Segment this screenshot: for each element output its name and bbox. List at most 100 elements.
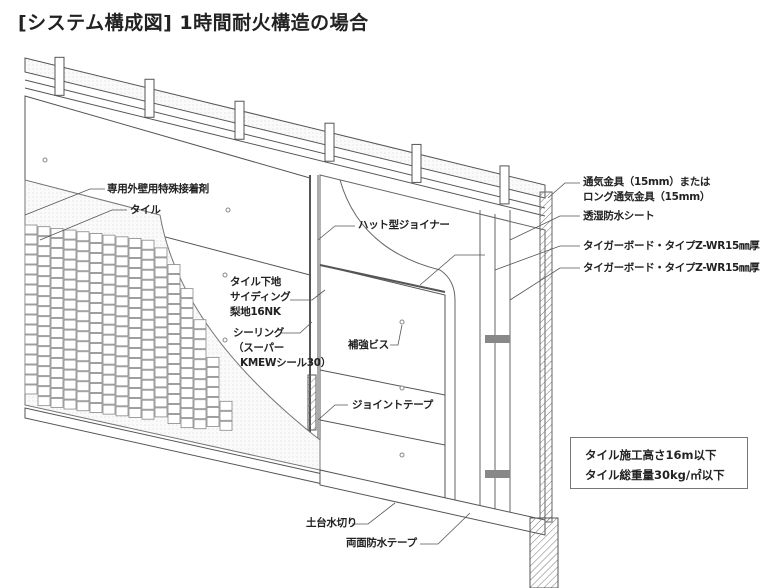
- tile: [37, 246, 51, 257]
- tile: [193, 359, 207, 370]
- tile: [24, 334, 38, 345]
- tile: [76, 241, 90, 252]
- tile: [154, 247, 168, 258]
- tile: [141, 319, 155, 330]
- tile: [50, 337, 64, 348]
- tile: [37, 306, 51, 317]
- tile: [193, 329, 207, 340]
- tile: [50, 287, 64, 298]
- tile: [193, 379, 207, 390]
- tile: [102, 254, 116, 265]
- tile: [76, 281, 90, 292]
- tile: [102, 384, 116, 395]
- tile: [206, 376, 220, 387]
- label-sill-flashing: 土台水切り: [306, 517, 357, 529]
- tile: [24, 264, 38, 275]
- tile: [219, 420, 233, 431]
- tile: [37, 356, 51, 367]
- tile: [89, 243, 103, 253]
- label-adhesive: 専用外壁用特殊接着剤: [107, 183, 209, 195]
- tile: [141, 239, 155, 250]
- tile: [180, 348, 194, 359]
- tile: [76, 401, 90, 412]
- tile: [102, 314, 116, 325]
- tile: [115, 366, 129, 377]
- sill-flashing: [24, 407, 559, 588]
- tile: [37, 336, 51, 347]
- tile: [167, 354, 181, 364]
- tile: [63, 249, 77, 260]
- tile: [89, 253, 103, 263]
- tile: [102, 274, 116, 285]
- tile: [89, 233, 103, 243]
- tile: [115, 306, 129, 317]
- tile: [167, 274, 181, 284]
- steel-stud: [54, 56, 65, 96]
- tile: [128, 358, 142, 368]
- hatched-strip: [539, 191, 553, 523]
- tile: [102, 334, 116, 345]
- tile: [115, 246, 129, 257]
- tile: [37, 346, 51, 357]
- tile: [193, 399, 207, 410]
- tile: [154, 407, 168, 418]
- label-vent-fitting: 通気金具（15mm）または: [583, 176, 711, 188]
- tile: [89, 383, 103, 393]
- tile: [115, 276, 129, 287]
- tile: [63, 259, 77, 270]
- tile: [180, 408, 194, 419]
- tile: [115, 406, 129, 417]
- tile: [63, 289, 77, 300]
- tile: [128, 258, 142, 268]
- tile: [89, 353, 103, 363]
- tile: [37, 266, 51, 277]
- tile: [63, 319, 77, 330]
- tile: [180, 368, 194, 379]
- tile: [37, 386, 51, 397]
- tile: [102, 294, 116, 305]
- tile: [206, 406, 220, 417]
- tile: [167, 404, 181, 414]
- tile: [76, 391, 90, 402]
- tile: [102, 304, 116, 315]
- label-hat-joiner: ハット型ジョイナー: [358, 219, 450, 231]
- label-sealing-2: （スーパー: [233, 342, 284, 354]
- tile: [115, 286, 129, 297]
- tile: [76, 301, 90, 312]
- tile: [141, 249, 155, 260]
- tile: [154, 347, 168, 358]
- tile: [63, 309, 77, 320]
- label-long-vent-fitting: ロング通気金具（15mm）: [583, 191, 711, 203]
- tile: [76, 291, 90, 302]
- tile: [180, 398, 194, 409]
- steel-stud: [234, 100, 245, 140]
- tile: [167, 374, 181, 384]
- leader-lines: [24, 182, 580, 545]
- tile: [141, 379, 155, 390]
- tile: [89, 363, 103, 373]
- label-siding-1: タイル下地: [230, 276, 281, 288]
- tile: [141, 269, 155, 280]
- tile: [50, 397, 64, 408]
- tile: [154, 297, 168, 308]
- tile: [102, 244, 116, 255]
- tile: [37, 276, 51, 287]
- tile: [63, 389, 77, 400]
- tile: [89, 333, 103, 343]
- tile: [89, 403, 103, 413]
- tile: [37, 226, 51, 237]
- tile: [37, 376, 51, 387]
- tile: [180, 328, 194, 339]
- label-board-1: タイガーボード・タイプZ-WR15㎜厚: [583, 240, 760, 252]
- tile: [50, 257, 64, 268]
- tile: [115, 256, 129, 267]
- page-title: [システム構成図] 1時間耐火構造の場合: [18, 12, 369, 34]
- tile: [76, 331, 90, 342]
- tile: [193, 339, 207, 350]
- tile: [76, 361, 90, 372]
- steel-stud: [411, 143, 422, 183]
- tile: [180, 378, 194, 389]
- steel-stud: [144, 78, 155, 118]
